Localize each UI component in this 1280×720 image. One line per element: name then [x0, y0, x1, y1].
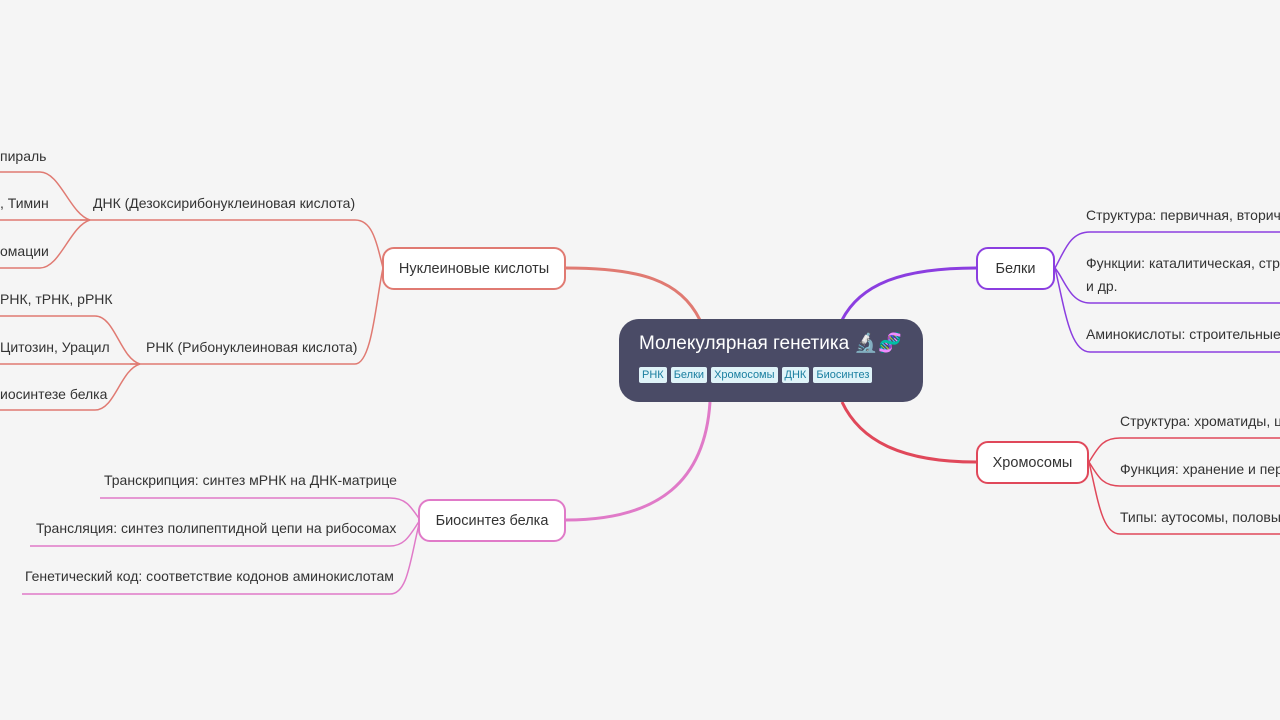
node-nucleic-acids[interactable]: Нуклеиновые кислоты — [382, 247, 566, 290]
rna-child-2[interactable]: Цитозин, Урацил — [0, 339, 110, 355]
proteins-child-structure[interactable]: Структура: первичная, вторичн — [1086, 207, 1280, 223]
connector-root-nucleic — [565, 266, 702, 321]
connector-biosynth-c3 — [22, 519, 421, 595]
connector-rna-c1 — [0, 315, 141, 365]
rna-child-3[interactable]: иосинтезе белка — [0, 386, 108, 402]
connector-biosynth-c2 — [30, 519, 421, 547]
root-title: Молекулярная генетика 🔬🧬 — [639, 333, 902, 354]
node-rna[interactable]: РНК (Рибонуклеиновая кислота) — [146, 339, 358, 355]
tag-chromosomes[interactable]: Хромосомы — [711, 367, 778, 383]
node-proteins[interactable]: Белки — [976, 247, 1055, 290]
connector-nucleic-rna — [130, 267, 384, 365]
node-protein-biosynthesis[interactable]: Биосинтез белка — [418, 499, 566, 542]
root-tags: РНК Белки Хромосомы ДНК Биосинтез — [639, 367, 903, 383]
dna-child-2[interactable]: , Тимин — [0, 195, 49, 211]
connector-chromosomes-c2 — [1088, 461, 1280, 487]
tag-biosynthesis[interactable]: Биосинтез — [813, 367, 873, 383]
proteins-child-functions-cont: и др. — [1086, 278, 1118, 294]
connector-root-chromosomes — [840, 401, 977, 464]
connector-biosynth-c1 — [100, 497, 421, 521]
connector-proteins-c2 — [1054, 267, 1280, 304]
dna-child-3[interactable]: омации — [0, 243, 49, 259]
chromosomes-child-function[interactable]: Функция: хранение и пер — [1120, 461, 1280, 477]
connector-rna-c3 — [0, 363, 141, 411]
connector-dna-c1 — [0, 171, 91, 221]
chromosomes-child-types[interactable]: Типы: аутосомы, половые — [1120, 509, 1280, 525]
dna-child-1[interactable]: пираль — [0, 148, 47, 164]
connector-root-biosynth — [565, 401, 712, 522]
tag-proteins[interactable]: Белки — [670, 367, 708, 383]
connector-proteins-c3 — [1054, 267, 1280, 353]
connector-chromosomes-c3 — [1088, 461, 1280, 535]
node-dna[interactable]: ДНК (Дезоксирибонуклеиновая кислота) — [93, 195, 356, 211]
biosynth-child-genetic-code[interactable]: Генетический код: соответствие кодонов а… — [25, 568, 394, 584]
root-node[interactable]: Молекулярная генетика 🔬🧬 РНК Белки Хромо… — [619, 319, 923, 402]
connector-root-proteins — [840, 266, 977, 321]
connector-proteins-c1 — [1054, 231, 1280, 269]
tag-rna[interactable]: РНК — [639, 367, 667, 383]
connector-chromosomes-c1 — [1088, 437, 1280, 463]
rna-child-1[interactable]: РНК, тРНК, рРНК — [0, 291, 113, 307]
connector-nucleic-dna — [80, 219, 384, 269]
node-chromosomes[interactable]: Хромосомы — [976, 441, 1089, 484]
tag-dna[interactable]: ДНК — [781, 367, 810, 383]
proteins-child-functions[interactable]: Функции: каталитическая, стру — [1086, 255, 1280, 271]
biosynth-child-transcription[interactable]: Транскрипция: синтез мРНК на ДНК-матрице — [104, 472, 397, 488]
biosynth-child-translation[interactable]: Трансляция: синтез полипептидной цепи на… — [36, 520, 397, 536]
chromosomes-child-structure[interactable]: Структура: хроматиды, це — [1120, 413, 1280, 429]
proteins-child-amino-acids[interactable]: Аминокислоты: строительные — [1086, 326, 1280, 342]
connector-dna-c3 — [0, 219, 91, 269]
